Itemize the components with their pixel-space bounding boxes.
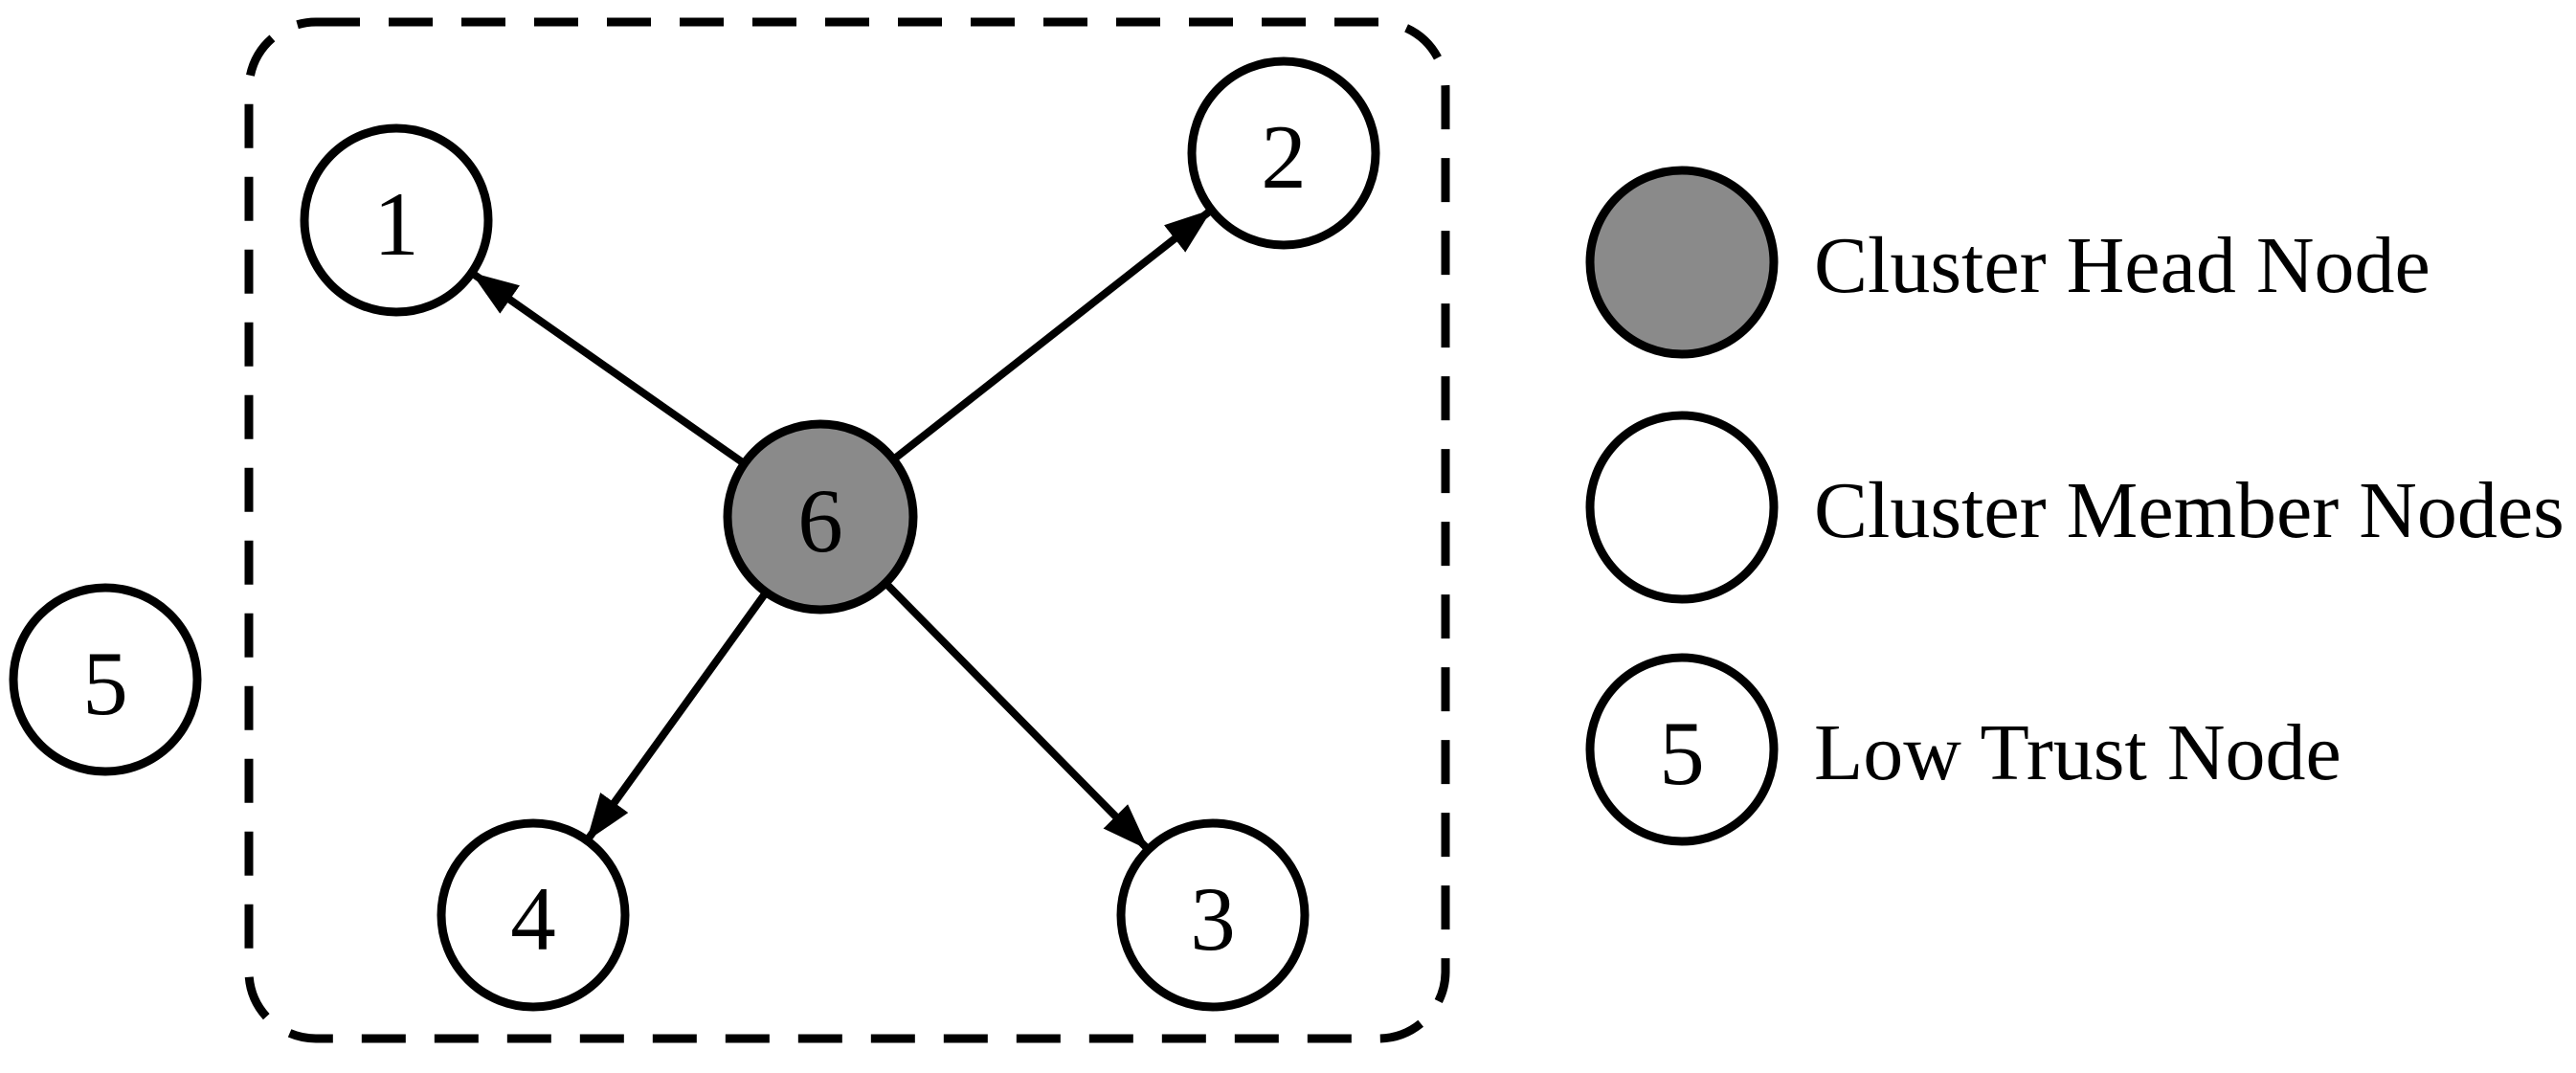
node-2-circle (1187, 56, 1380, 250)
node-4-member: 4 (437, 818, 630, 1012)
node-4-label: 4 (510, 868, 556, 970)
legend-swatch-low-trust-circle (1585, 653, 1779, 846)
node-1-member: 1 (300, 123, 493, 317)
cluster-boundary-dashed-box (244, 17, 1450, 1043)
legend-item-low-trust: 5 Low Trust Node (1585, 653, 2341, 846)
node-1-label: 1 (373, 173, 419, 275)
nodes: 1 2 3 4 5 6 (9, 56, 1380, 1012)
edge-arrow-6-to-2 (890, 207, 1214, 463)
node-6-circle (723, 419, 918, 615)
node-3-label: 3 (1190, 868, 1236, 970)
node-4-circle (437, 818, 630, 1012)
node-5-label: 5 (82, 633, 128, 734)
node-3-circle (1116, 818, 1310, 1012)
legend-swatch-cluster-member-circle (1585, 411, 1779, 604)
legend-swatch-low-trust-label: 5 (1659, 703, 1705, 804)
node-2-label: 2 (1261, 106, 1307, 208)
legend-item-cluster-head: Cluster Head Node (1585, 166, 2430, 359)
node-6-label: 6 (797, 470, 843, 571)
node-5-circle (9, 583, 202, 776)
legend-item-cluster-member-text: Cluster Member Nodes (1814, 466, 2565, 555)
node-2-member: 2 (1187, 56, 1380, 250)
edge-arrow-6-to-1 (469, 269, 747, 467)
node-1-circle (300, 123, 493, 317)
edge-arrow-6-to-4 (583, 590, 770, 843)
edges (469, 207, 1214, 853)
node-3-member: 3 (1116, 818, 1310, 1012)
node-6-cluster-head: 6 (723, 419, 918, 615)
legend-swatch-cluster-head-circle (1585, 166, 1779, 359)
legend-item-low-trust-text: Low Trust Node (1814, 708, 2341, 797)
legend-item-cluster-head-text: Cluster Head Node (1814, 221, 2430, 310)
node-5-low-trust: 5 (9, 583, 202, 776)
edge-arrow-6-to-3 (883, 580, 1152, 853)
legend-item-cluster-member: Cluster Member Nodes (1585, 411, 2565, 604)
